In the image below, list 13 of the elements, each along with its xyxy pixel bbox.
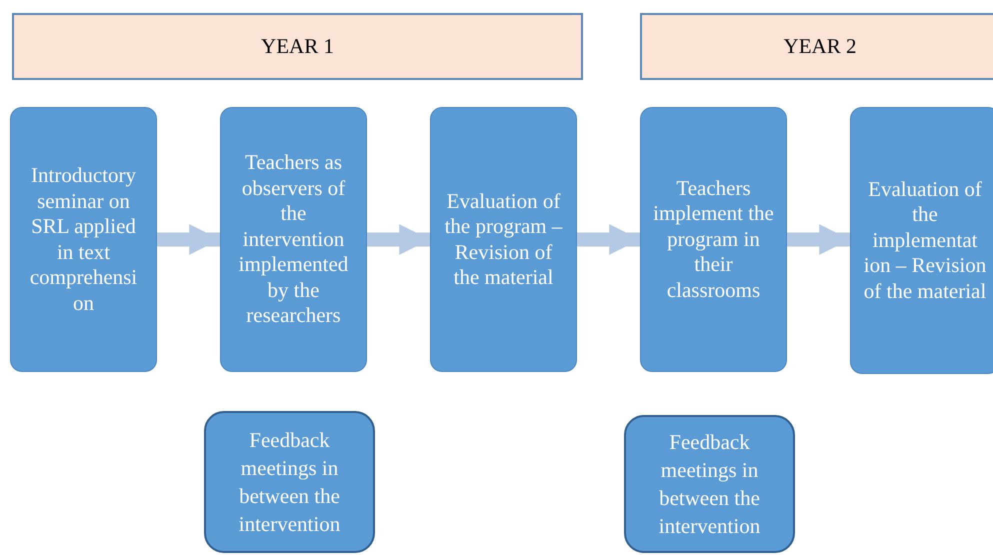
year-band: YEAR 1	[12, 13, 583, 80]
arrow	[577, 224, 640, 255]
process-box: Introductory seminar on SRL applied in text comprehensi on	[10, 107, 157, 372]
process-box: Evaluation of the implementat ion – Revision of the material	[850, 107, 993, 374]
process-box: Evaluation of the program – Revision of the material	[430, 107, 577, 372]
process-box: Teachers as observers of the intervention implemented by the researchers	[220, 107, 367, 372]
arrow	[157, 224, 220, 255]
year-band: YEAR 2	[640, 13, 993, 80]
feedback-box: Feedback meetings in between the intervention	[624, 415, 795, 553]
feedback-box: Feedback meetings in between the intervention	[204, 411, 375, 553]
arrow	[367, 224, 430, 255]
arrow	[787, 224, 850, 255]
process-box: Teachers implement the program in their classrooms	[640, 107, 787, 372]
